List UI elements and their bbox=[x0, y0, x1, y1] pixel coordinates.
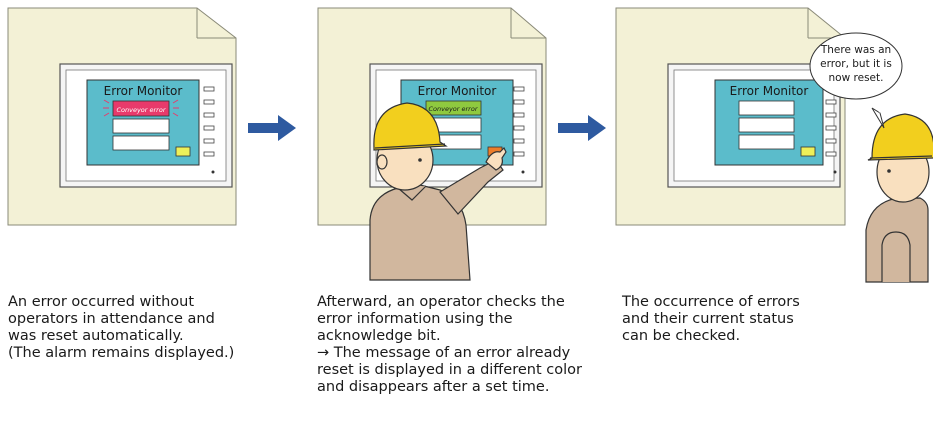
alarm-message: Conveyor error bbox=[428, 105, 478, 113]
side-keys bbox=[203, 86, 215, 157]
screen-title: Error Monitor bbox=[730, 84, 809, 98]
alarm-row-empty bbox=[738, 117, 795, 133]
panel-2: Error Monitor Conveyor error bbox=[317, 7, 547, 281]
screen-title: Error Monitor bbox=[104, 84, 183, 98]
alarm-row-empty bbox=[738, 100, 795, 116]
panel-3: Error Monitor There was an bbox=[615, 7, 933, 283]
arrow-right-icon bbox=[248, 115, 296, 141]
alarm-row-active bbox=[112, 100, 170, 117]
ack-button bbox=[800, 146, 816, 157]
speech-line-3: now reset. bbox=[829, 72, 884, 84]
alarm-row-empty bbox=[738, 134, 795, 150]
panel-3-caption: The occurrence of errors and their curre… bbox=[622, 294, 800, 344]
operator-standing bbox=[865, 113, 933, 283]
alarm-row-reset bbox=[425, 100, 482, 116]
speech-line-1: There was an bbox=[820, 44, 891, 56]
panel-1: Error Monitor Conveyor error bbox=[7, 7, 237, 226]
ack-button bbox=[175, 146, 191, 157]
side-keys bbox=[513, 86, 525, 157]
screen-title: Error Monitor bbox=[418, 84, 497, 98]
alarm-row-empty bbox=[112, 118, 170, 134]
alarm-message: Conveyor error bbox=[116, 106, 166, 114]
alarm-row-empty bbox=[112, 135, 170, 151]
speech-bubble: There was an error, but it is now reset. bbox=[809, 32, 903, 129]
speech-line-2: error, but it is bbox=[820, 58, 892, 70]
blink-marks bbox=[103, 99, 179, 117]
operator-pressing bbox=[369, 102, 507, 281]
panel-2-caption: Afterward, an operator checks the error … bbox=[317, 294, 582, 395]
panel-1-caption: An error occurred without operators in a… bbox=[8, 294, 235, 361]
arrow-right-icon bbox=[558, 115, 606, 141]
